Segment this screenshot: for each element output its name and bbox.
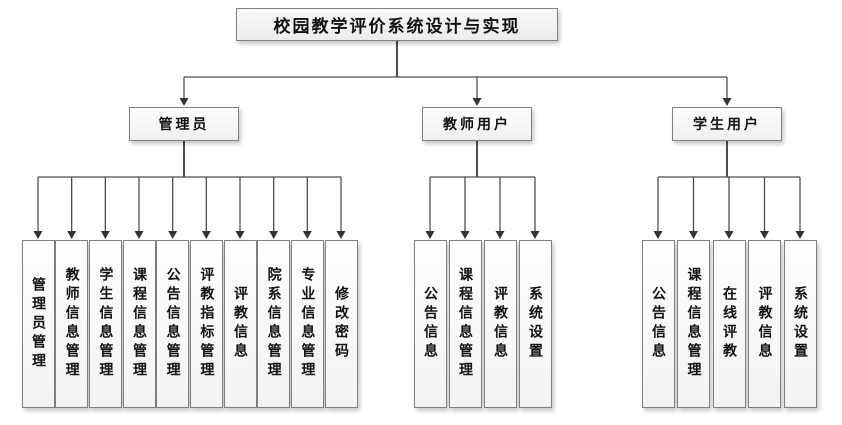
leaf-node-label: 修改密码 bbox=[333, 286, 349, 362]
leaf-node: 学生信息管理 bbox=[88, 240, 122, 408]
leaf-node-label: 学生信息管理 bbox=[97, 267, 114, 381]
leaf-node-label: 公告信息 bbox=[422, 286, 438, 362]
leaf-node: 评教指标管理 bbox=[189, 240, 223, 408]
leaf-node-label: 评教信息 bbox=[756, 286, 773, 362]
leaf-node-label: 评教信息 bbox=[492, 286, 508, 362]
leaf-node-label: 管理员管理 bbox=[30, 276, 46, 372]
leaf-node-label: 专业信息管理 bbox=[299, 267, 316, 381]
leaf-node: 公告信息 bbox=[641, 240, 675, 408]
leaf-node: 系统设置 bbox=[783, 240, 817, 408]
leaf-node-label: 在线评教 bbox=[721, 286, 737, 362]
leaf-node-label: 课程信息管理 bbox=[457, 267, 473, 381]
leaf-node-label: 课程信息管理 bbox=[685, 267, 702, 381]
leaf-node-label: 课程信息管理 bbox=[131, 267, 147, 381]
leaf-node-label: 公告信息管理 bbox=[164, 267, 181, 381]
leaf-node: 修改密码 bbox=[324, 240, 358, 408]
leaf-node: 在线评教 bbox=[712, 240, 746, 408]
leaf-node: 公告信息管理 bbox=[156, 240, 190, 408]
leaf-node: 院系信息管理 bbox=[257, 240, 291, 408]
leaf-node-label: 评教信息 bbox=[232, 286, 248, 362]
root-node: 校园教学评价系统设计与实现 bbox=[236, 8, 558, 41]
leaf-node: 教师信息管理 bbox=[55, 240, 89, 408]
branch-node-2: 学生用户 bbox=[672, 107, 782, 141]
leaf-node: 课程信息管理 bbox=[122, 240, 156, 408]
leaf-node-label: 院系信息管理 bbox=[265, 267, 282, 381]
leaf-node-label: 教师信息管理 bbox=[63, 267, 80, 381]
leaf-node-label: 系统设置 bbox=[527, 286, 543, 362]
leaf-node: 评教信息 bbox=[483, 240, 517, 408]
leaf-node: 系统设置 bbox=[518, 240, 552, 408]
leaf-node: 评教信息 bbox=[748, 240, 781, 408]
leaf-node-label: 公告信息 bbox=[650, 286, 666, 362]
leaf-node: 专业信息管理 bbox=[290, 240, 324, 408]
leaf-node: 公告信息 bbox=[413, 240, 447, 408]
leaf-node-label: 评教指标管理 bbox=[198, 267, 215, 381]
leaf-node: 管理员管理 bbox=[21, 240, 55, 408]
branch-node-0: 管理员 bbox=[129, 107, 239, 141]
leaf-node: 课程信息管理 bbox=[448, 240, 482, 408]
leaf-node: 评教信息 bbox=[223, 240, 257, 408]
leaf-node: 课程信息管理 bbox=[677, 240, 710, 408]
leaf-node-label: 系统设置 bbox=[792, 286, 808, 362]
branch-node-1: 教师用户 bbox=[422, 107, 532, 141]
